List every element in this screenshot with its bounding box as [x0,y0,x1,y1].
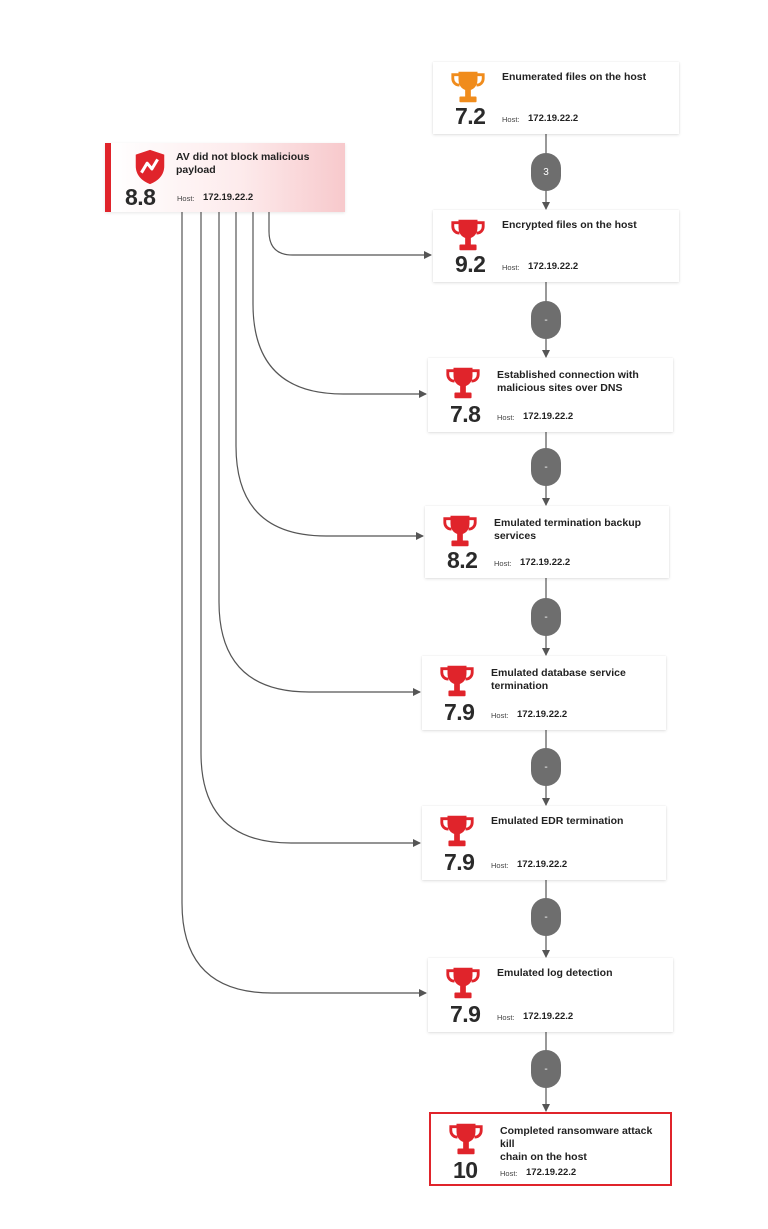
step-host-label: Host: [502,263,520,272]
fanout-connector [252,212,427,398]
step-score: 9.2 [455,251,486,277]
step-card[interactable]: Emulated EDR termination 7.9 Host: 172.19.2… [422,806,666,880]
step-title-line: services [494,530,537,542]
step-title-line: Enumerated files on the host [502,71,647,83]
step-title-line: Emulated database service [491,667,626,679]
trophy-icon [451,71,485,103]
connector-count-badge[interactable]: - [531,598,561,636]
step-host-label: Host: [502,115,520,124]
fanout-connector [181,212,427,997]
step-host-label: Host: [491,861,509,870]
step-host-value: 172.19.22.2 [520,557,571,568]
trophy-icon [446,967,480,999]
step-title-line: termination [491,680,549,692]
step-host-label: Host: [497,1013,515,1022]
step-title-line: Emulated termination backup [494,517,642,529]
connector-count-badge[interactable]: - [531,301,561,339]
step-title-line: Completed ransomware attack kill [500,1125,653,1150]
step-title: Enumerated files on the host [502,71,668,84]
shield-icon [135,149,165,185]
source-host-label: Host: [177,194,195,203]
source-title: AV did not block malicious payload [176,151,310,176]
trophy-icon [449,1123,483,1155]
step-host-value: 172.19.22.2 [523,411,574,422]
step-card[interactable]: Encrypted files on the host 9.2 Host: 172.1… [433,210,679,282]
step-score: 7.9 [450,1001,481,1027]
step-title-line: Emulated EDR termination [491,815,624,827]
step-title-line: Encrypted files on the host [502,219,637,231]
step-host-value: 172.19.22.2 [528,261,579,272]
fanout-connector [268,212,432,259]
fanout-connector [218,212,421,696]
step-title-line: malicious sites over DNS [497,382,623,394]
connector-count-badge[interactable]: 3 [531,153,561,191]
step-score: 7.9 [444,699,475,725]
source-host-value: 172.19.22.2 [203,192,254,203]
step-host-label: Host: [491,711,509,720]
step-score: 8.2 [447,547,478,573]
trophy-icon [440,815,474,847]
step-title-line: Established connection with [497,369,639,381]
step-title-line: Emulated log detection [497,967,613,979]
fanout-connector [235,212,424,540]
connector-count-badge[interactable]: - [531,1050,561,1088]
step-title: Encrypted files on the host [502,219,668,232]
trophy-icon [440,665,474,697]
step-card[interactable]: Emulated log detection 7.9 Host: 172.19.22.… [428,958,673,1032]
trophy-icon [451,219,485,251]
source-score: 8.8 [125,184,156,210]
step-host-label: Host: [500,1169,518,1178]
connector-count-badge[interactable]: - [531,898,561,936]
step-score: 7.8 [450,401,481,427]
step-host-value: 172.19.22.2 [528,113,579,124]
step-host-label: Host: [494,559,512,568]
step-host-value: 172.19.22.2 [523,1011,574,1022]
step-card[interactable]: Enumerated files on the host 7.2 Host: 172.… [433,62,679,134]
connector-count-badge[interactable]: - [531,748,561,786]
step-host-value: 172.19.22.2 [517,709,568,720]
step-score: 7.9 [444,849,475,875]
trophy-icon [443,515,477,547]
step-host-value: 172.19.22.2 [526,1167,577,1178]
connector-count-badge[interactable]: - [531,448,561,486]
step-title: Emulated EDR termination [491,815,655,828]
step-title-line: chain on the host [500,1151,587,1163]
step-host-value: 172.19.22.2 [517,859,568,870]
step-host-label: Host: [497,413,515,422]
source-node-card[interactable]: AV did not block malicious payload 8.8 H… [105,143,345,212]
step-score: 10 [453,1157,478,1183]
trophy-icon [446,367,480,399]
step-title: Emulated log detection [497,967,662,980]
step-score: 7.2 [455,103,486,129]
fanout-connector [200,212,421,847]
